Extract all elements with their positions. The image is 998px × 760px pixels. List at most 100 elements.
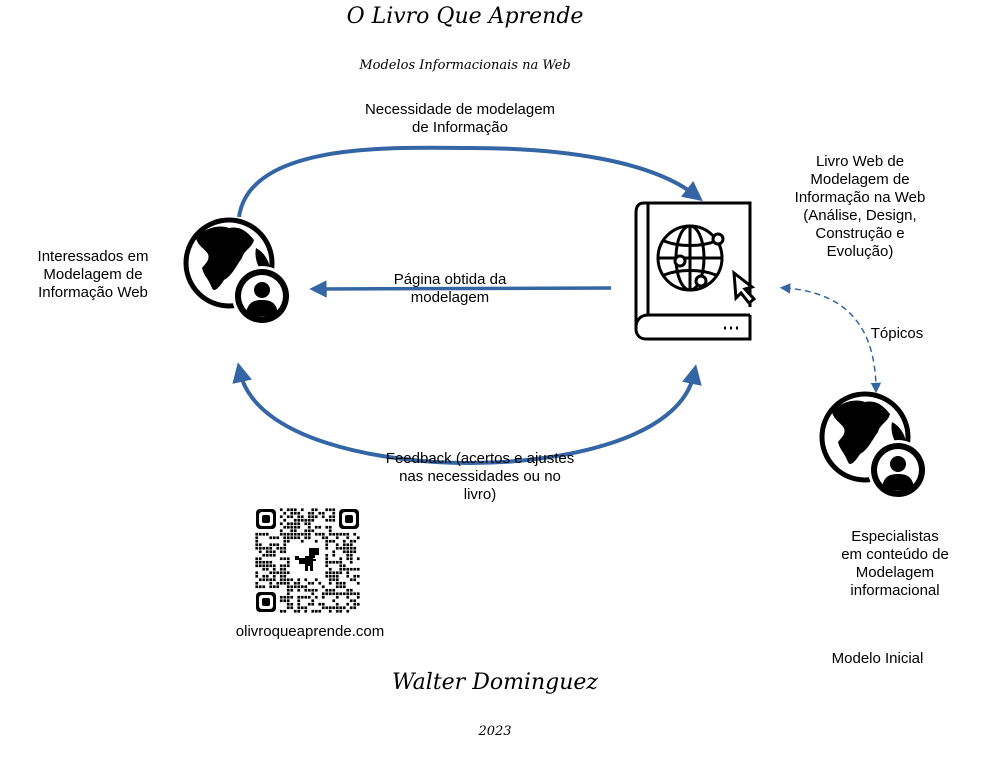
qr-module <box>297 606 301 610</box>
qr-module <box>332 599 336 603</box>
qr-module <box>297 609 301 613</box>
label-line: Informação na Web <box>794 189 926 206</box>
qr-module <box>258 578 262 582</box>
qr-module <box>353 567 357 571</box>
qr-module <box>353 599 357 603</box>
arrow-feedback <box>232 362 702 466</box>
qr-module <box>311 592 315 596</box>
qr-module <box>290 595 294 599</box>
qr-module <box>325 536 329 540</box>
qr-module <box>342 539 346 543</box>
qr-module <box>269 550 273 554</box>
qr-module <box>286 508 290 512</box>
qr-module <box>328 560 332 564</box>
label-line: Página obtida da <box>393 271 507 288</box>
qr-module <box>269 581 273 585</box>
qr-module <box>276 546 280 550</box>
qr-module <box>328 525 332 529</box>
qr-module <box>290 508 294 512</box>
qr-module <box>311 515 315 519</box>
qr-module <box>318 581 322 585</box>
qr-module <box>339 557 343 561</box>
qr-module <box>283 546 287 550</box>
qr-module <box>255 585 259 589</box>
qr-url-label[interactable]: olivroqueaprende.com <box>235 623 385 640</box>
qr-module <box>272 585 276 589</box>
arrow-necessidade <box>237 145 703 218</box>
qr-module <box>290 585 294 589</box>
label-line: Construção e <box>815 225 905 242</box>
node-label-especialistas: Especialistas em conteúdo de Modelagem i… <box>820 528 970 600</box>
qr-module <box>255 543 259 547</box>
qr-module <box>293 585 297 589</box>
qr-module <box>258 546 262 550</box>
qr-module <box>258 532 262 536</box>
qr-module <box>283 518 287 522</box>
qr-module <box>286 578 290 582</box>
qr-module <box>265 560 269 564</box>
qr-module <box>283 511 287 515</box>
qr-module <box>332 550 336 554</box>
qr-module <box>255 557 259 561</box>
qr-module <box>335 536 339 540</box>
qr-module <box>332 515 336 519</box>
qr-module <box>286 557 290 561</box>
qr-module <box>332 560 336 564</box>
qr-module <box>269 553 273 557</box>
qr-module <box>356 536 360 540</box>
qr-module <box>283 574 287 578</box>
qr-module <box>304 578 308 582</box>
qr-module <box>283 557 287 561</box>
qr-module <box>349 550 353 554</box>
qr-module <box>314 525 318 529</box>
qr-module <box>300 518 304 522</box>
qr-module <box>328 518 332 522</box>
label-line: livro) <box>463 486 497 503</box>
qr-module <box>276 571 280 575</box>
qr-module <box>304 518 308 522</box>
qr-module <box>325 518 329 522</box>
qr-module <box>307 581 311 585</box>
qr-module <box>258 585 262 589</box>
label-line: Feedback (acertos e ajustes <box>385 450 575 467</box>
edge-label-feedback: Feedback (acertos e ajustes nas necessid… <box>355 450 605 504</box>
qr-module <box>276 581 280 585</box>
qr-code[interactable] <box>255 508 360 613</box>
qr-module <box>339 571 343 575</box>
qr-module <box>321 585 325 589</box>
qr-module <box>265 567 269 571</box>
qr-module <box>300 508 304 512</box>
qr-module <box>307 522 311 526</box>
qr-module <box>269 546 273 550</box>
globe-user-icon <box>183 217 292 326</box>
qr-module <box>342 592 346 596</box>
qr-module <box>353 550 357 554</box>
qr-module <box>339 585 343 589</box>
qr-finder-top-left <box>256 509 276 529</box>
label-line: em conteúdo de <box>841 546 949 563</box>
qr-module <box>300 595 304 599</box>
label-line: Especialistas <box>851 528 939 545</box>
qr-module <box>283 543 287 547</box>
qr-module <box>335 560 339 564</box>
qr-module <box>269 536 273 540</box>
qr-module <box>332 588 336 592</box>
qr-module <box>300 606 304 610</box>
qr-module <box>311 511 315 515</box>
qr-module <box>307 518 311 522</box>
qr-module <box>255 539 259 543</box>
qr-module <box>255 532 259 536</box>
edge-label-topicos: Tópicos <box>870 325 924 342</box>
qr-module <box>276 543 280 547</box>
qr-module <box>269 543 273 547</box>
qr-module <box>349 543 353 547</box>
qr-module <box>272 567 276 571</box>
qr-module <box>349 592 353 596</box>
qr-module <box>304 595 308 599</box>
qr-module <box>283 571 287 575</box>
arrow-topicos <box>779 283 882 394</box>
qr-module <box>283 536 287 540</box>
qr-module <box>255 546 259 550</box>
globe-user-icon <box>819 391 928 500</box>
